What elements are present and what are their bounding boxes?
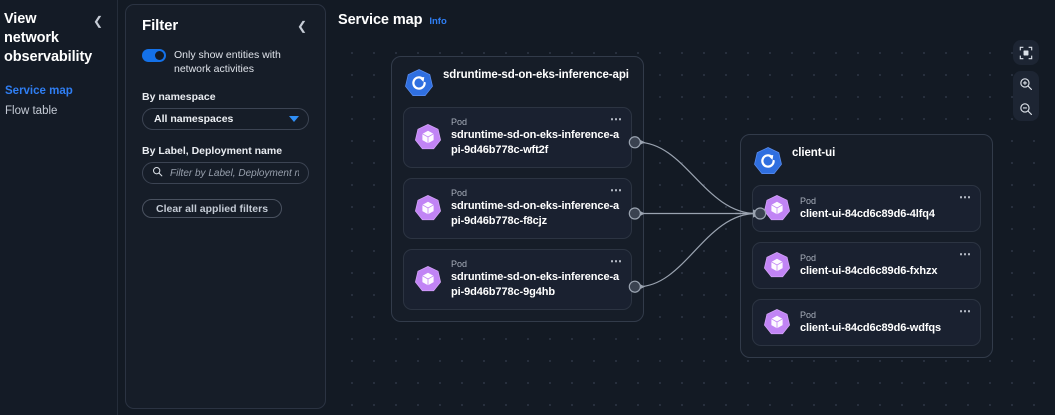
pod-icon	[414, 123, 442, 151]
chevron-left-icon[interactable]: ❮	[296, 18, 308, 33]
pod-icon	[414, 194, 442, 222]
deployment-icon	[404, 68, 434, 98]
pod-kind-label: Pod	[451, 188, 468, 198]
filter-panel-wrapper: Filter ❮ Only show entities with network…	[118, 0, 330, 415]
zoom-out-icon[interactable]	[1013, 96, 1039, 121]
info-link[interactable]: Info	[429, 16, 447, 27]
zoom-in-icon[interactable]	[1013, 71, 1039, 96]
filter-title: Filter	[142, 17, 179, 34]
service-group-sdruntime[interactable]: sdruntime-sd-on-eks-inference-api Po	[391, 56, 644, 322]
deployment-icon	[753, 146, 783, 176]
pod-card[interactable]: Pod sdruntime-sd-on-eks-inference-api-9d…	[403, 178, 632, 239]
clear-all-filters-button[interactable]: Clear all applied filters	[142, 199, 283, 218]
service-group-client-ui[interactable]: client-ui Pod client-u	[740, 134, 993, 358]
pod-text: Pod sdruntime-sd-on-eks-inference-api-9d…	[451, 187, 621, 229]
label-deployment-field-label: By Label, Deployment name	[142, 145, 283, 157]
namespace-select[interactable]: All namespaces	[142, 108, 309, 130]
pod-card[interactable]: Pod client-ui-84cd6c89d6-fxhzx ⋯	[752, 242, 981, 289]
service-group-header: client-ui	[741, 135, 992, 176]
more-options-icon[interactable]: ⋯	[959, 190, 972, 204]
pod-icon	[414, 265, 442, 293]
pod-text: Pod client-ui-84cd6c89d6-fxhzx	[800, 252, 970, 279]
pod-kind-label: Pod	[451, 259, 468, 269]
filter-panel: Filter ❮ Only show entities with network…	[125, 4, 326, 409]
pod-icon	[763, 251, 791, 279]
pod-name: sdruntime-sd-on-eks-inference-api-9d46b7…	[451, 200, 620, 227]
search-input[interactable]	[170, 167, 299, 179]
fit-control-group	[1013, 40, 1039, 65]
page-title: View network observability	[4, 11, 93, 65]
more-options-icon[interactable]: ⋯	[610, 183, 623, 197]
left-navigation: View network observability ❮ Service map…	[0, 0, 118, 415]
namespace-field-label: By namespace	[142, 91, 216, 103]
pod-name: client-ui-84cd6c89d6-wdfqs	[800, 321, 942, 334]
pod-kind-label: Pod	[800, 309, 817, 320]
chevron-left-icon[interactable]: ❮	[92, 14, 104, 28]
filter-header: Filter ❮	[142, 17, 309, 34]
pod-kind-label: Pod	[800, 252, 817, 263]
sidebar-item-service-map[interactable]: Service map	[5, 85, 73, 97]
pod-card[interactable]: Pod sdruntime-sd-on-eks-inference-api-9d…	[403, 107, 632, 168]
pod-name: sdruntime-sd-on-eks-inference-api-9d46b7…	[451, 129, 620, 156]
pod-card[interactable]: Pod client-ui-84cd6c89d6-wdfqs ⋯	[752, 299, 981, 346]
pod-text: Pod sdruntime-sd-on-eks-inference-api-9d…	[451, 258, 621, 300]
service-group-name: sdruntime-sd-on-eks-inference-api	[443, 69, 629, 81]
map-controls	[1013, 40, 1039, 121]
sidebar-item-flow-table[interactable]: Flow table	[5, 105, 58, 117]
pod-name: sdruntime-sd-on-eks-inference-api-9d46b7…	[451, 271, 620, 298]
pod-name: client-ui-84cd6c89d6-4lfq4	[800, 207, 935, 220]
service-map-header: Service map Info	[334, 6, 1047, 34]
more-options-icon[interactable]: ⋯	[959, 304, 972, 318]
pod-text: Pod client-ui-84cd6c89d6-4lfq4	[800, 195, 970, 222]
nav-item-list: Service map Flow table	[4, 81, 107, 121]
service-group-pods: Pod client-ui-84cd6c89d6-4lfq4 ⋯	[741, 176, 992, 357]
service-group-name: client-ui	[792, 147, 836, 159]
only-network-activities-toggle[interactable]	[142, 49, 166, 62]
zoom-control-group	[1013, 71, 1039, 121]
pod-card[interactable]: Pod client-ui-84cd6c89d6-4lfq4 ⋯	[752, 185, 981, 232]
pod-kind-label: Pod	[451, 117, 468, 127]
only-network-activities-label: Only show entities with network activiti…	[174, 49, 281, 75]
chevron-down-icon	[289, 116, 299, 122]
service-map-canvas[interactable]: sdruntime-sd-on-eks-inference-api Po	[334, 34, 1047, 415]
service-group-pods: Pod sdruntime-sd-on-eks-inference-api-9d…	[392, 98, 643, 321]
service-map-main: Service map Info	[330, 0, 1055, 415]
pod-name: client-ui-84cd6c89d6-fxhzx	[800, 264, 938, 277]
pod-icon	[763, 308, 791, 336]
namespace-selected-value: All namespaces	[154, 113, 234, 125]
service-group-header: sdruntime-sd-on-eks-inference-api	[392, 57, 643, 98]
more-options-icon[interactable]: ⋯	[959, 247, 972, 261]
pod-kind-label: Pod	[800, 195, 817, 206]
search-icon	[152, 164, 163, 182]
pod-card[interactable]: Pod sdruntime-sd-on-eks-inference-api-9d…	[403, 249, 632, 310]
pod-text: Pod client-ui-84cd6c89d6-wdfqs	[800, 309, 970, 336]
label-deployment-search-box[interactable]	[142, 162, 309, 184]
network-activity-toggle-row: Only show entities with network activiti…	[142, 48, 309, 76]
pod-icon	[763, 194, 791, 222]
more-options-icon[interactable]: ⋯	[610, 254, 623, 268]
pod-text: Pod sdruntime-sd-on-eks-inference-api-9d…	[451, 116, 621, 158]
service-map-title: Service map	[338, 12, 423, 28]
fit-to-screen-icon[interactable]	[1013, 40, 1039, 65]
more-options-icon[interactable]: ⋯	[610, 112, 623, 126]
